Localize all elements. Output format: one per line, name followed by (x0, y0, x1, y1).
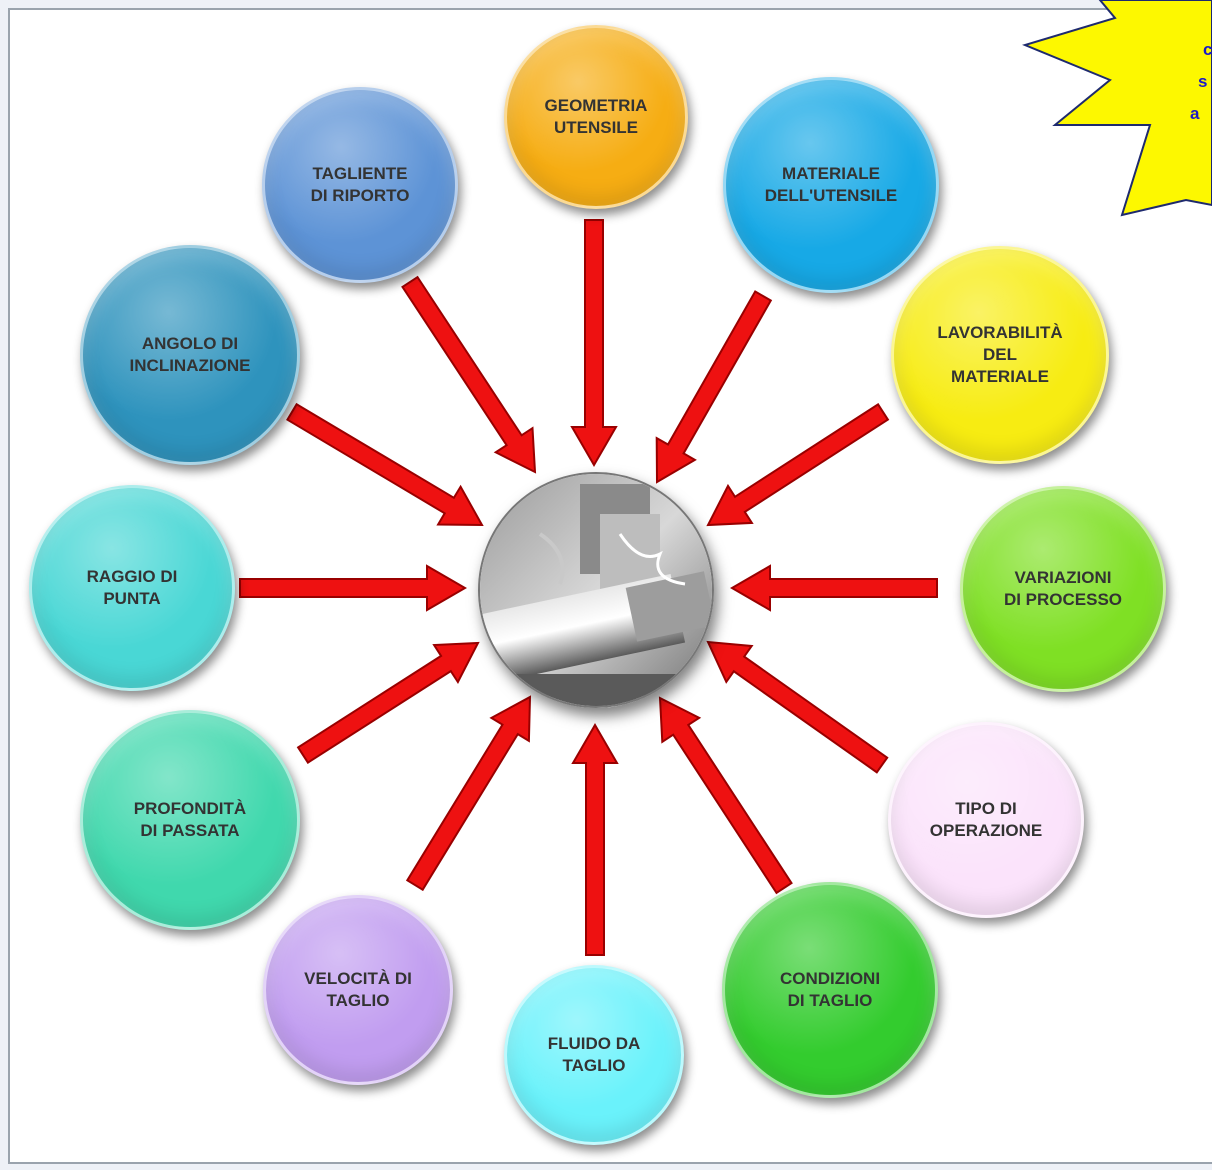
arrow-tagliente (401, 275, 537, 474)
arrow-tipo (706, 640, 889, 774)
node-label-angolo: ANGOLO DI INCLINAZIONE (129, 334, 251, 375)
callout-line-3: a (1190, 104, 1200, 123)
node-label-geometria: GEOMETRIA UTENSILE (544, 96, 648, 137)
node-label-variazioni: VARIAZIONI DI PROCESSO (1003, 568, 1123, 609)
callout-line-2: s (1198, 72, 1207, 91)
arrow-geometria (570, 219, 618, 467)
node-angolo: ANGOLO DI INCLINAZIONE (80, 245, 300, 465)
node-label-tipo: TIPO DI OPERAZIONE (929, 799, 1043, 840)
lathe-photo-icon (480, 474, 712, 706)
arrow-raggio (239, 564, 467, 612)
node-fluido: FLUIDO DA TAGLIO (504, 965, 684, 1145)
node-tipo: TIPO DI OPERAZIONE (888, 722, 1084, 918)
node-label-fluido: FLUIDO DA TAGLIO (547, 1034, 641, 1075)
callout-burst-shape (1022, 0, 1212, 217)
callout-burst: c s a (1022, 0, 1212, 217)
node-condizioni: CONDIZIONI DI TAGLIO (722, 882, 938, 1098)
callout-line-1: c (1203, 40, 1212, 59)
node-label-profondita: PROFONDITÀ DI PASSATA (133, 799, 247, 840)
node-label-velocita: VELOCITÀ DI TAGLIO (304, 969, 412, 1010)
arrow-fluido (571, 723, 619, 956)
arrow-lavorabilita (706, 403, 890, 527)
arrow-profondita (296, 641, 480, 764)
node-profondita: PROFONDITÀ DI PASSATA (80, 710, 300, 930)
node-variazioni: VARIAZIONI DI PROCESSO (960, 486, 1166, 692)
arrow-angolo (286, 402, 484, 527)
node-label-tagliente: TAGLIENTE DI RIPORTO (310, 164, 410, 205)
arrow-variazioni (730, 564, 938, 612)
node-label-materiale-utensile: MATERIALE DELL'UTENSILE (764, 164, 898, 205)
node-lavorabilita: LAVORABILITÀ DEL MATERIALE (891, 246, 1109, 464)
node-label-condizioni: CONDIZIONI DI TAGLIO (779, 969, 881, 1010)
node-label-lavorabilita: LAVORABILITÀ DEL MATERIALE (937, 323, 1063, 386)
center-machining-image (478, 472, 714, 708)
node-tagliente: TAGLIENTE DI RIPORTO (262, 87, 458, 283)
node-materiale-utensile: MATERIALE DELL'UTENSILE (723, 77, 939, 293)
arrow-velocita (405, 695, 532, 892)
node-geometria: GEOMETRIA UTENSILE (504, 25, 688, 209)
arrow-condizioni (658, 696, 793, 895)
node-velocita: VELOCITÀ DI TAGLIO (263, 895, 453, 1085)
node-label-raggio: RAGGIO DI PUNTA (86, 567, 178, 608)
arrow-materiale-utensile (655, 290, 773, 484)
node-raggio: RAGGIO DI PUNTA (29, 485, 235, 691)
